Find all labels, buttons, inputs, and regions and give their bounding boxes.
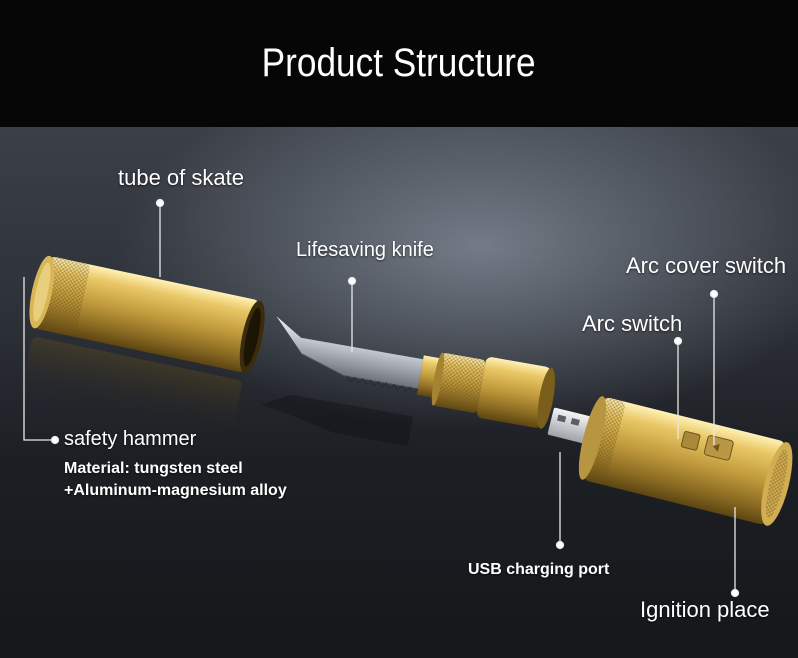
callout-dot-tube (155, 198, 165, 208)
label-material-line2: +Aluminum-magnesium alloy (64, 482, 287, 499)
usb-connector (547, 407, 593, 444)
lighter-body (578, 396, 793, 526)
label-material-line1: Material: tungsten steel (64, 460, 243, 477)
label-ignition-place: Ignition place (640, 597, 770, 622)
lifesaving-knife (260, 316, 555, 446)
header-bar: Product Structure (0, 0, 798, 127)
callout-dot-arc-switch (673, 336, 683, 346)
page-title: Product Structure (262, 41, 536, 85)
callout-dot-ignition (730, 588, 740, 598)
label-tube-of-skate: tube of skate (118, 165, 244, 190)
label-usb-charging-port: USB charging port (468, 561, 610, 578)
label-lifesaving-knife: Lifesaving knife (296, 239, 434, 261)
label-safety-hammer: safety hammer (64, 428, 197, 450)
callout-dot-knife (347, 276, 357, 286)
tube-of-skate (21, 255, 265, 439)
callout-dot-hammer (50, 435, 60, 445)
label-arc-switch: Arc switch (582, 311, 683, 336)
callout-dot-arc-cover (709, 289, 719, 299)
product-illustration (21, 198, 793, 598)
product-stage: tube of skate Lifesaving knife Arc cover… (0, 127, 798, 658)
callout-lines (23, 198, 740, 598)
callout-dot-usb (555, 540, 565, 550)
label-arc-cover-switch: Arc cover switch (626, 253, 787, 278)
